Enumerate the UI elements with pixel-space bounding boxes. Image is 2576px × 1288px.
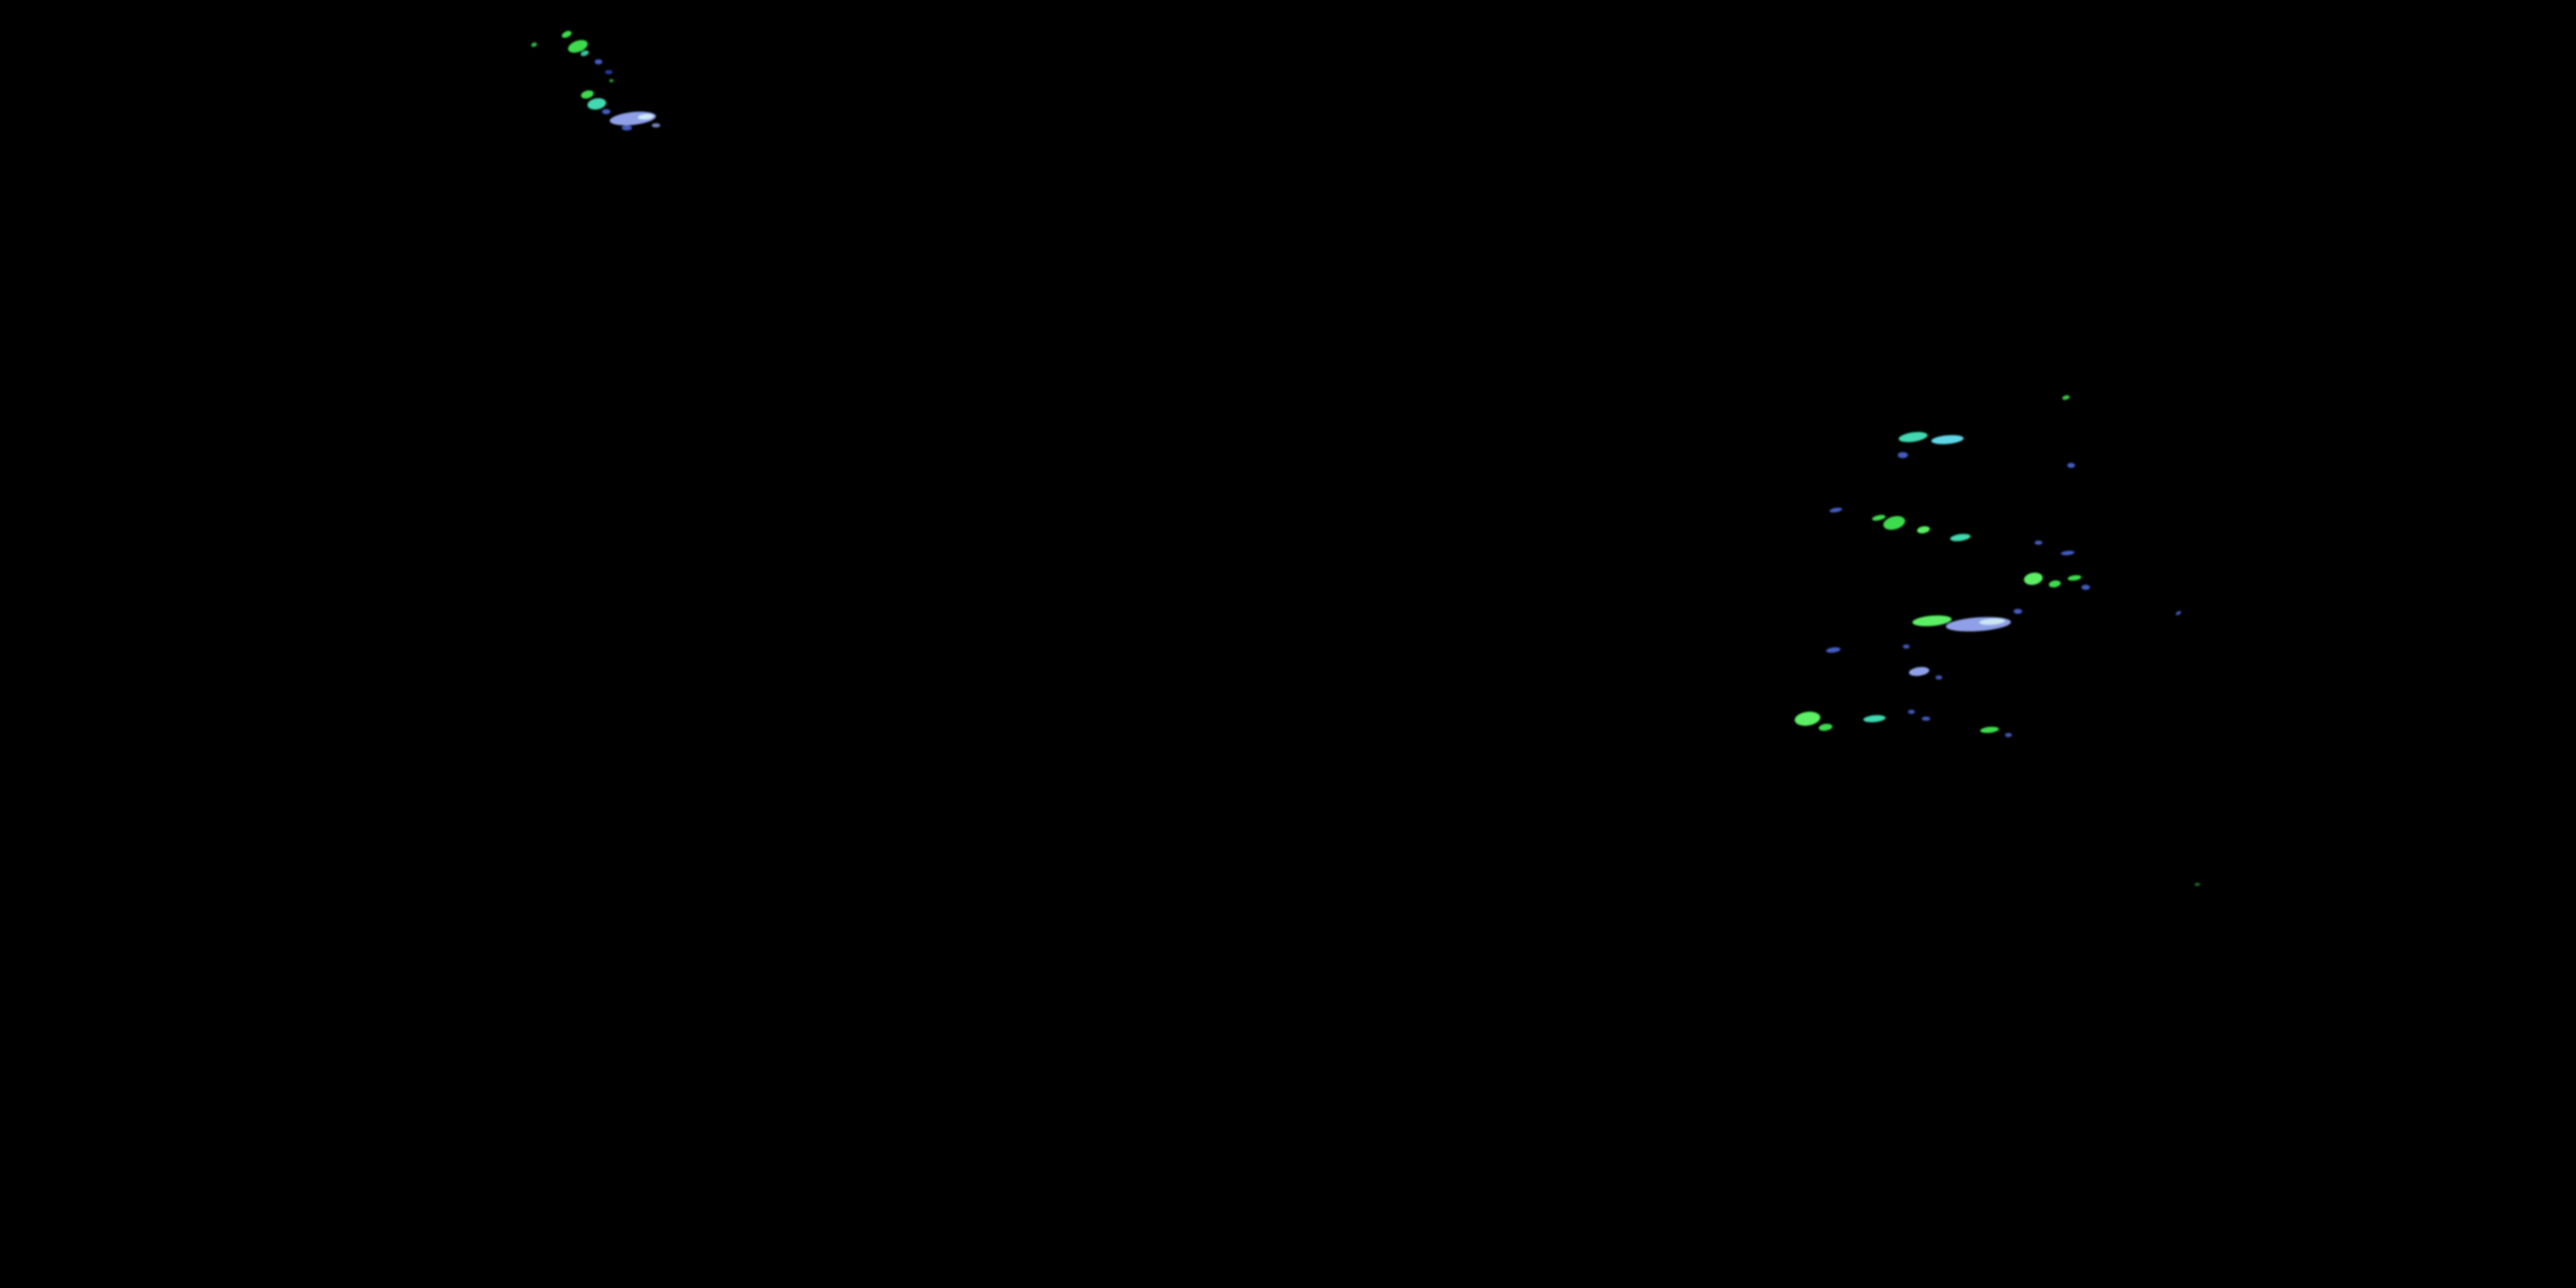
blob <box>1935 675 1942 680</box>
blob <box>2067 463 2075 468</box>
blob <box>580 90 594 99</box>
blob <box>568 39 588 53</box>
blob <box>2005 732 2012 738</box>
blob <box>2175 611 2182 616</box>
blob <box>2194 883 2201 886</box>
blob <box>1795 711 1820 726</box>
blob <box>609 79 614 82</box>
blob <box>1903 644 1910 649</box>
blob <box>1950 533 1971 542</box>
blob <box>622 125 632 131</box>
blob <box>1909 666 1929 677</box>
blob <box>1883 516 1905 530</box>
blob <box>562 30 572 39</box>
blob <box>1829 507 1843 513</box>
blob <box>1980 726 1999 733</box>
blob <box>1898 452 1908 459</box>
blob <box>1912 615 1952 627</box>
blob <box>1826 647 1841 653</box>
blob <box>2061 550 2075 556</box>
blob <box>638 113 653 120</box>
blob <box>2034 540 2043 545</box>
blob <box>1931 434 1964 445</box>
blob <box>1819 723 1832 732</box>
blob <box>594 59 603 64</box>
blob <box>1922 716 1930 721</box>
blob <box>580 50 589 57</box>
blob <box>1946 617 2011 632</box>
blob <box>2081 585 2090 590</box>
blob <box>2024 572 2043 586</box>
blob <box>1899 432 1928 442</box>
blob <box>2014 609 2022 614</box>
blob <box>652 123 660 128</box>
blob <box>531 42 538 47</box>
blob-group <box>531 30 2201 886</box>
blob <box>1979 618 2005 625</box>
blob <box>587 98 606 110</box>
blob <box>1908 709 1915 714</box>
blob <box>2062 395 2070 400</box>
blob <box>2049 580 2061 588</box>
blob <box>1872 514 1886 521</box>
blob <box>605 70 613 75</box>
blob <box>1863 714 1886 723</box>
blob <box>1917 526 1930 534</box>
blob <box>602 109 611 114</box>
blob <box>2068 574 2081 581</box>
